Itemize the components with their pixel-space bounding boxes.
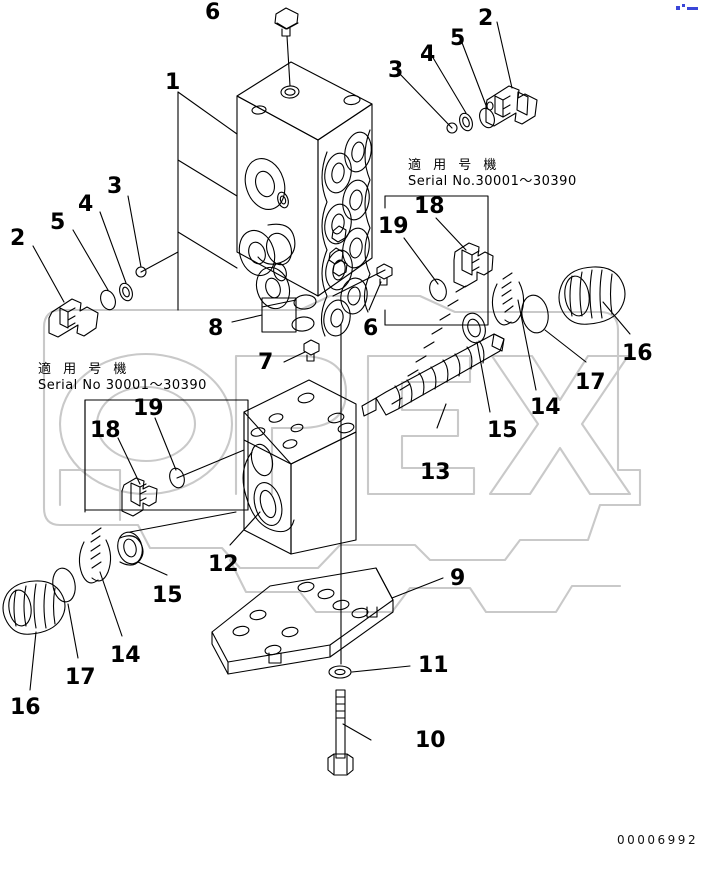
callout-14-right: 14	[530, 395, 561, 420]
note-bottom: 適 用 号 機 Serial No 30001～30390	[38, 362, 207, 395]
note-bottom-line1: 適 用 号 機	[38, 362, 131, 377]
callout-18-bottom: 18	[90, 418, 121, 443]
callout-14-left: 14	[110, 643, 141, 668]
callout-12: 12	[208, 552, 239, 577]
callout-18-top: 18	[414, 194, 445, 219]
callout-2-left: 2	[10, 226, 26, 251]
callout-6-mid: 6	[363, 316, 379, 341]
note-bottom-line2: Serial No 30001～30390	[38, 378, 207, 394]
note-top: 適 用 号 機 Serial No.30001～30390	[408, 158, 577, 191]
callout-7: 7	[258, 350, 274, 375]
callout-19-bottom: 19	[133, 396, 164, 421]
callout-9: 9	[450, 566, 466, 591]
callout-5-top-right: 5	[450, 26, 466, 51]
callout-6-top: 6	[205, 0, 221, 25]
callout-16-right: 16	[622, 341, 653, 366]
callout-4-left: 4	[78, 192, 94, 217]
callout-16-left: 16	[10, 695, 41, 720]
callout-5-left: 5	[50, 210, 66, 235]
note-top-line2: Serial No.30001～30390	[408, 174, 577, 190]
corner-blue-mark	[676, 4, 698, 10]
note-top-line1: 適 用 号 機	[408, 158, 501, 173]
callout-2-top-right: 2	[478, 6, 494, 31]
callout-3-left: 3	[107, 174, 123, 199]
callout-11: 11	[418, 653, 449, 678]
callout-17-left: 17	[65, 665, 96, 690]
document-id: 00006992	[617, 833, 699, 847]
callout-19-top: 19	[378, 214, 409, 239]
callout-4-top-right: 4	[420, 42, 436, 67]
callout-15-left: 15	[152, 583, 183, 608]
callout-15-right: 15	[487, 418, 518, 443]
callout-13: 13	[420, 460, 451, 485]
callout-10: 10	[415, 728, 446, 753]
callout-8: 8	[208, 316, 224, 341]
callout-17-right: 17	[575, 370, 606, 395]
callout-3-top-right: 3	[388, 58, 404, 83]
callout-1: 1	[165, 70, 181, 95]
